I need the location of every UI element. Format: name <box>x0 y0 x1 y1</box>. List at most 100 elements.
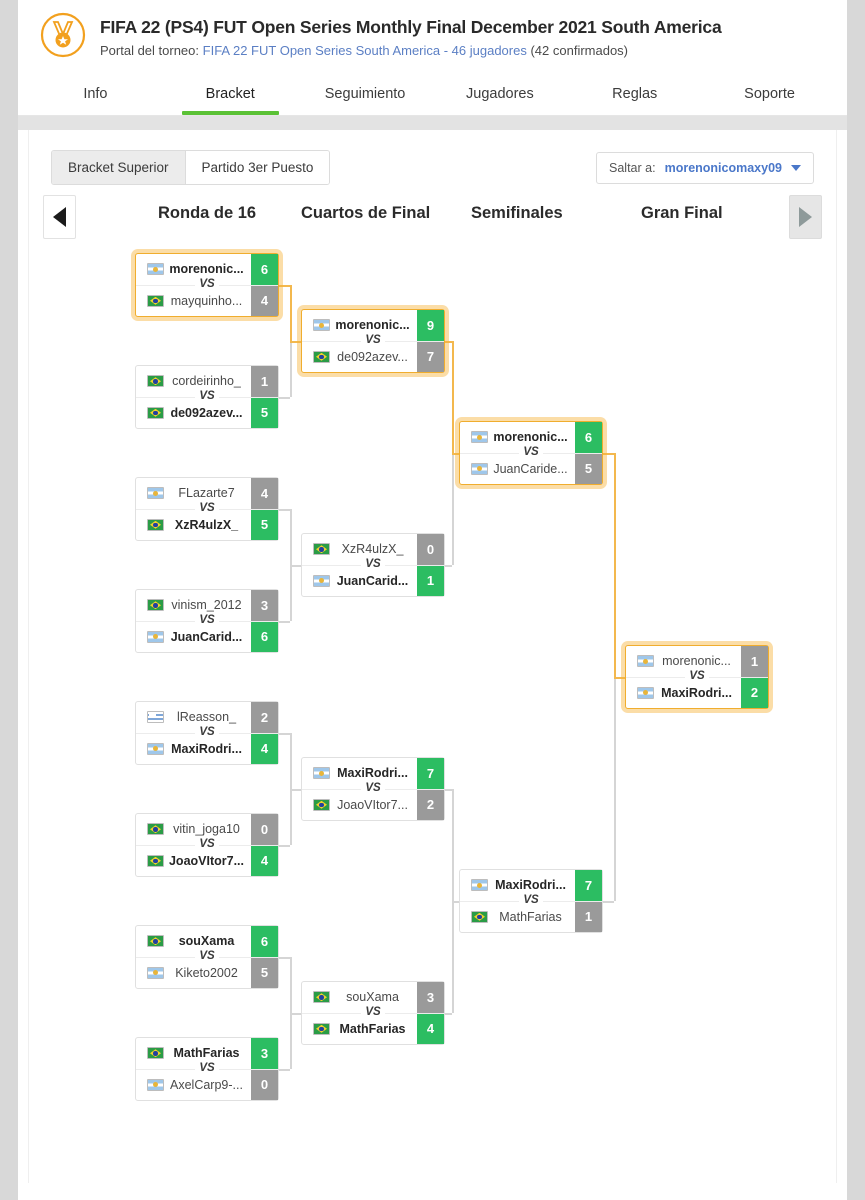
flag-icon-ar <box>313 574 330 587</box>
match-participant-row[interactable]: morenonic...1 <box>626 646 768 677</box>
flag-icon-br <box>147 1047 164 1060</box>
bracket-connector <box>279 957 290 959</box>
segment-partido-3er-puesto[interactable]: Partido 3er Puesto <box>184 151 330 184</box>
match-participant-row[interactable]: de092azev...7 <box>302 340 444 372</box>
match-participant-row[interactable]: morenonic...6 <box>136 254 278 285</box>
bracket-connector <box>290 509 292 565</box>
participant-name: morenonic... <box>335 318 410 333</box>
match-participant-row[interactable]: AxelCarp9-...0 <box>136 1068 278 1100</box>
match-participant-row[interactable]: MaxiRodri...4 <box>136 732 278 764</box>
round-heading-2: Semifinales <box>471 204 563 222</box>
tab-jugadores[interactable]: Jugadores <box>466 86 534 102</box>
participant-name: JoaoVItor7... <box>168 853 245 868</box>
participant-name: JoaoVItor7... <box>337 797 408 812</box>
bracket-connector <box>445 1013 452 1015</box>
chevron-down-icon <box>791 164 801 171</box>
match-participant-row[interactable]: MaxiRodri...7 <box>302 758 444 789</box>
match-participant-row[interactable]: MaxiRodri... 2 <box>626 676 768 708</box>
bracket-connector <box>614 677 625 679</box>
participant-score: 4 <box>417 1013 444 1044</box>
match-participant-row[interactable]: morenonic...6 <box>460 422 602 453</box>
flag-icon-br <box>147 854 164 867</box>
match-participant-row[interactable]: cordeirinho_1 <box>136 366 278 397</box>
participant-name: MaxiRodri... <box>495 878 566 893</box>
flag-icon-br <box>471 910 488 923</box>
match-participant-row[interactable]: JuanCaride...5 <box>460 452 602 484</box>
match-participant-row[interactable]: de092azev...5 <box>136 396 278 428</box>
match-participant-row[interactable]: JoaoVItor7...2 <box>302 788 444 820</box>
portal-link[interactable]: FIFA 22 FUT Open Series South America - … <box>202 43 527 58</box>
tab-soporte[interactable]: Soporte <box>744 86 795 102</box>
match-participant-row[interactable]: mayquinho...4 <box>136 284 278 316</box>
round-heading-3: Gran Final <box>641 204 723 222</box>
bracket-connector <box>279 733 290 735</box>
jump-to-player-dropdown[interactable]: Saltar a: morenonicomaxy09 <box>596 151 814 184</box>
flag-icon-br <box>313 991 330 1004</box>
jump-to-label: Saltar a: <box>609 160 656 175</box>
bracket-connector <box>452 453 459 455</box>
participant-name: souXama <box>346 990 399 1005</box>
flag-icon-br <box>147 599 164 612</box>
match-participant-row[interactable]: JuanCarid...1 <box>302 564 444 596</box>
participant-score: 4 <box>251 285 278 316</box>
round-heading-1: Cuartos de Final <box>301 204 431 222</box>
bracket-connector <box>614 453 616 677</box>
tab-bracket[interactable]: Bracket <box>163 72 298 115</box>
participant-name: JuanCarid... <box>170 629 243 644</box>
match-participant-row[interactable]: XzR4ulzX_0 <box>302 534 444 565</box>
match-participant-row[interactable]: lReasson_2 <box>136 702 278 733</box>
next-round-button[interactable] <box>789 195 822 239</box>
match-participant-row[interactable]: JoaoVItor7...4 <box>136 844 278 876</box>
page-title: FIFA 22 (PS4) FUT Open Series Monthly Fi… <box>100 17 722 37</box>
participant-score: 5 <box>575 453 602 484</box>
bracket-connector <box>290 957 292 1013</box>
nav-tabs: Info Bracket Seguimiento Jugadores Reglas Sop… <box>18 72 847 115</box>
match-participant-row[interactable]: JuanCarid...6 <box>136 620 278 652</box>
flag-icon-ar <box>471 431 488 444</box>
bracket-connector <box>279 845 290 847</box>
segment-bracket-superior[interactable]: Bracket Superior <box>52 151 185 184</box>
match-participant-row[interactable]: XzR4ulzX_5 <box>136 508 278 540</box>
round-headings: Ronda de 16 Cuartos de Final Semifinales Gr… <box>76 195 789 239</box>
tab-reglas[interactable]: Reglas <box>612 86 658 102</box>
participant-name: XzR4ulzX_ <box>174 517 239 532</box>
participant-name: MaxiRodri... <box>661 685 732 700</box>
tab-info[interactable]: Info <box>83 86 108 102</box>
match-participant-row[interactable]: MaxiRodri...7 <box>460 870 602 901</box>
tab-seguimiento[interactable]: Seguimiento <box>324 86 406 102</box>
bracket-connector <box>290 733 292 789</box>
participant-score: 2 <box>741 677 768 708</box>
prev-round-button[interactable] <box>43 195 76 239</box>
page-shell: FIFA 22 (PS4) FUT Open Series Monthly Fi… <box>18 0 847 1200</box>
participant-name: vitin_joga10 <box>173 822 240 837</box>
round-heading-0: Ronda de 16 <box>158 204 257 222</box>
participant-name: JuanCarid... <box>336 573 409 588</box>
match-participant-row[interactable]: morenonic...9 <box>302 310 444 341</box>
bracket-connector <box>452 789 454 901</box>
